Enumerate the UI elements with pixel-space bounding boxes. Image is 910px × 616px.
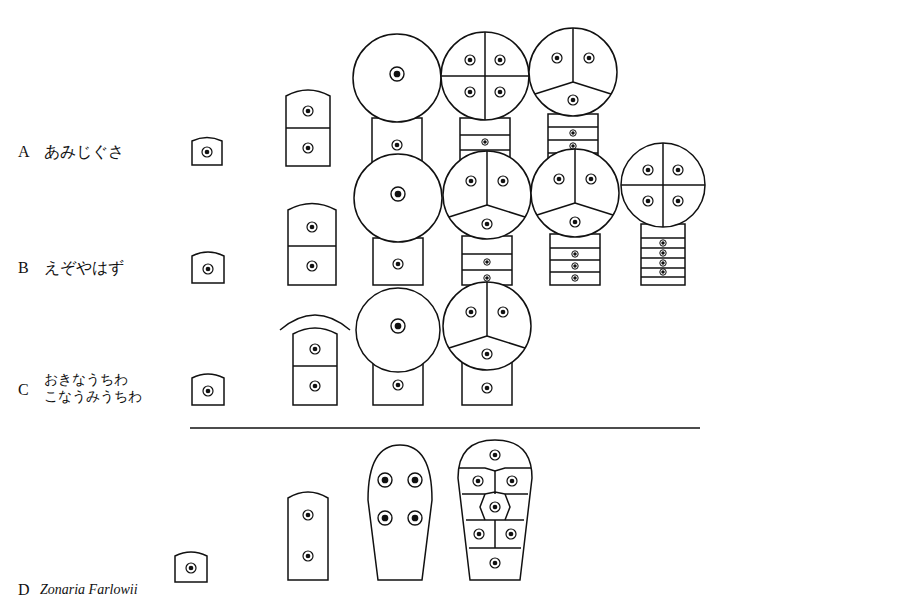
species-name: あみじぐさ bbox=[44, 142, 124, 161]
row-letter: A bbox=[18, 142, 30, 161]
row-letter: B bbox=[18, 258, 29, 277]
row-letter: C bbox=[18, 380, 29, 399]
row-letter: D bbox=[18, 580, 30, 599]
species-name: えぞやはず bbox=[44, 258, 124, 277]
species-name: Zonaria Farlowii bbox=[40, 582, 138, 599]
species-name: おきなうちわ こなうみうちわ bbox=[44, 372, 143, 406]
